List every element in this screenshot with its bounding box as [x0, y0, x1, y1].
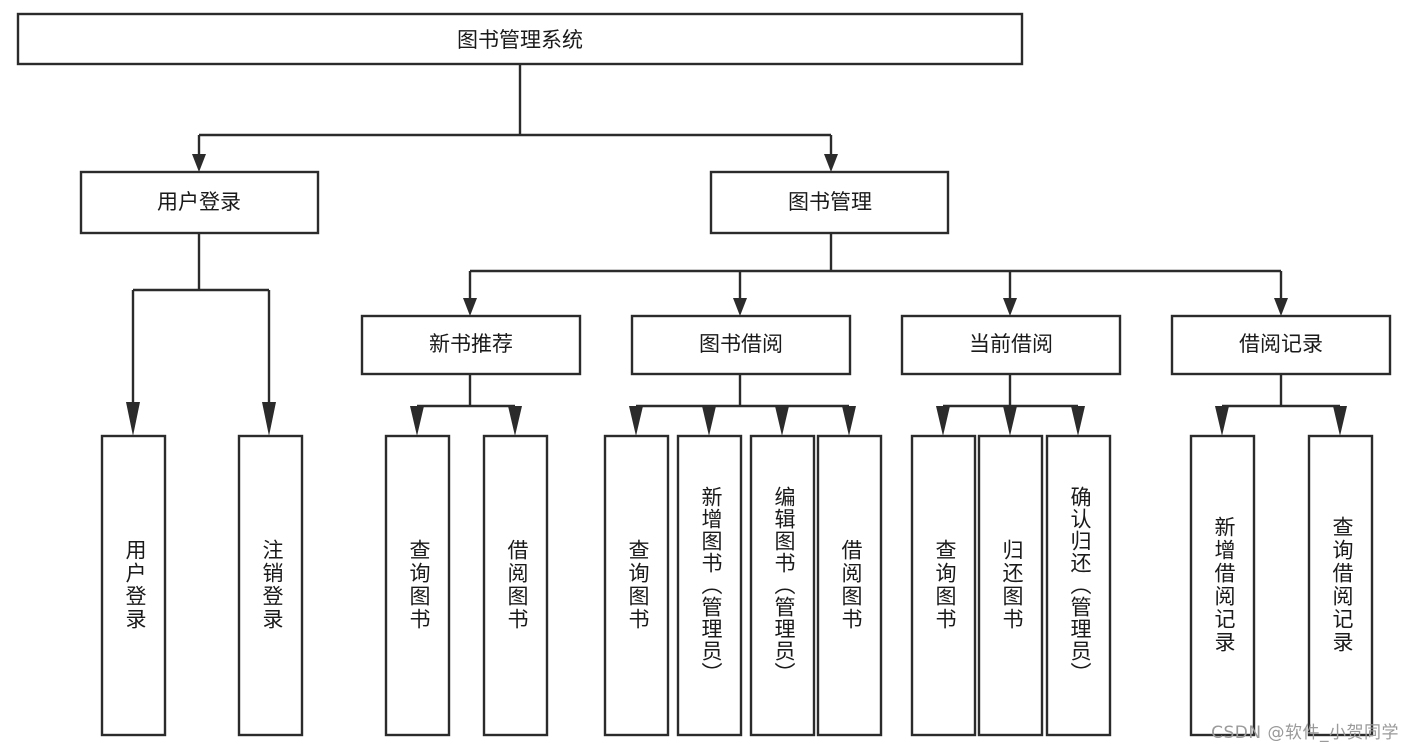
leaf-new-book-1[interactable]: 查询图书 — [384, 434, 451, 737]
arrow-borrowrecord-leaf-1 — [1215, 406, 1229, 436]
arrow-userlogin-child-2 — [262, 402, 276, 436]
leaf-current-borrow-1-box[interactable] — [910, 434, 977, 737]
arrow-bookborrow-leaf-2 — [702, 406, 716, 436]
leaf-book-borrow-2-label: 新增图书（管理员） — [699, 486, 723, 684]
node-book-manage[interactable]: 图书管理 — [709, 170, 950, 235]
node-current-borrow[interactable]: 当前借阅 — [900, 314, 1122, 376]
arrow-bookmanage-child-4 — [1274, 298, 1288, 316]
arrow-bookmanage-child-2 — [733, 298, 747, 316]
leaf-user-login-2[interactable]: 注销登录 — [237, 434, 304, 737]
node-user-login-box[interactable] — [79, 170, 320, 235]
node-current-borrow-label: 当前借阅 — [969, 332, 1053, 356]
leaf-new-book-2-label: 借阅图书 — [505, 539, 529, 631]
leaf-current-borrow-1[interactable]: 查询图书 — [910, 434, 977, 737]
arrow-currentborrow-leaf-3 — [1071, 406, 1085, 436]
leaf-user-login-2-box[interactable] — [237, 434, 304, 737]
leaf-book-borrow-1-box[interactable] — [603, 434, 670, 737]
node-book-borrow-box[interactable] — [630, 314, 852, 376]
node-user-login[interactable]: 用户登录 — [79, 170, 320, 235]
leaf-current-borrow-3-box[interactable] — [1045, 434, 1112, 737]
leaf-borrow-record-2-box[interactable] — [1307, 434, 1374, 737]
leaf-borrow-record-1-box[interactable] — [1189, 434, 1256, 737]
node-root-label: 图书管理系统 — [457, 28, 583, 52]
node-borrow-record-label: 借阅记录 — [1239, 332, 1323, 356]
leaf-current-borrow-3-label: 确认归还（管理员） — [1068, 486, 1092, 684]
leaf-book-borrow-4-label: 借阅图书 — [839, 539, 863, 631]
leaf-book-borrow-3[interactable]: 编辑图书（管理员） — [749, 434, 816, 737]
arrow-bookborrow-leaf-4 — [842, 406, 856, 436]
arrow-bookborrow-leaf-3 — [775, 406, 789, 436]
arrow-userlogin-child-1 — [126, 402, 140, 436]
leaf-book-borrow-2-box[interactable] — [676, 434, 743, 737]
node-new-book-recommend[interactable]: 新书推荐 — [360, 314, 582, 376]
leaf-book-borrow-1-label: 查询图书 — [626, 539, 650, 631]
leaf-new-book-2-box[interactable] — [482, 434, 549, 737]
leaf-user-login-1[interactable]: 用户登录 — [100, 434, 167, 737]
leaf-user-login-1-box[interactable] — [100, 434, 167, 737]
leaf-book-borrow-3-box[interactable] — [749, 434, 816, 737]
leaf-user-login-2-label: 注销登录 — [260, 539, 284, 631]
arrow-currentborrow-leaf-1 — [936, 406, 950, 436]
leaf-book-borrow-3-label: 编辑图书（管理员） — [772, 486, 796, 684]
arrow-bookmanage-child-3 — [1003, 298, 1017, 316]
leaf-current-borrow-2-box[interactable] — [977, 434, 1044, 737]
leaf-book-borrow-4[interactable]: 借阅图书 — [816, 434, 883, 737]
leaf-book-borrow-4-box[interactable] — [816, 434, 883, 737]
leaf-book-borrow-2[interactable]: 新增图书（管理员） — [676, 434, 743, 737]
node-borrow-record-box[interactable] — [1170, 314, 1392, 376]
leaf-borrow-record-1-label: 新增借阅记录 — [1212, 516, 1236, 654]
node-current-borrow-box[interactable] — [900, 314, 1122, 376]
node-book-borrow-label: 图书借阅 — [699, 332, 783, 356]
leaf-user-login-1-label: 用户登录 — [123, 539, 147, 631]
node-borrow-record[interactable]: 借阅记录 — [1170, 314, 1392, 376]
node-root-box[interactable] — [16, 12, 1024, 66]
arrow-root-to-user-login — [192, 154, 206, 172]
arrow-root-to-book-manage — [824, 154, 838, 172]
leaf-new-book-2[interactable]: 借阅图书 — [482, 434, 549, 737]
arrow-currentborrow-leaf-2 — [1003, 406, 1017, 436]
leaf-borrow-record-2-label: 查询借阅记录 — [1330, 516, 1354, 654]
leaf-current-borrow-2[interactable]: 归还图书 — [977, 434, 1044, 737]
node-user-login-label: 用户登录 — [157, 190, 241, 214]
arrow-borrowrecord-leaf-2 — [1333, 406, 1347, 436]
leaf-book-borrow-1[interactable]: 查询图书 — [603, 434, 670, 737]
leaf-new-book-1-box[interactable] — [384, 434, 451, 737]
node-book-manage-box[interactable] — [709, 170, 950, 235]
arrow-bookborrow-leaf-1 — [629, 406, 643, 436]
arrow-newbook-leaf-2 — [508, 406, 522, 436]
arrow-bookmanage-child-1 — [463, 298, 477, 316]
node-book-borrow[interactable]: 图书借阅 — [630, 314, 852, 376]
leaf-current-borrow-3[interactable]: 确认归还（管理员） — [1045, 434, 1112, 737]
node-new-book-recommend-label: 新书推荐 — [429, 332, 513, 356]
leaf-borrow-record-1[interactable]: 新增借阅记录 — [1189, 434, 1256, 737]
arrow-newbook-leaf-1 — [410, 406, 424, 436]
leaf-current-borrow-2-label: 归还图书 — [1000, 539, 1024, 631]
node-root[interactable]: 图书管理系统 — [16, 12, 1024, 66]
leaf-borrow-record-2[interactable]: 查询借阅记录 — [1307, 434, 1374, 737]
connector-layer — [126, 64, 1347, 436]
leaf-new-book-1-label: 查询图书 — [407, 539, 431, 631]
node-new-book-recommend-box[interactable] — [360, 314, 582, 376]
leaf-current-borrow-1-label: 查询图书 — [933, 539, 957, 631]
node-book-manage-label: 图书管理 — [788, 190, 872, 214]
